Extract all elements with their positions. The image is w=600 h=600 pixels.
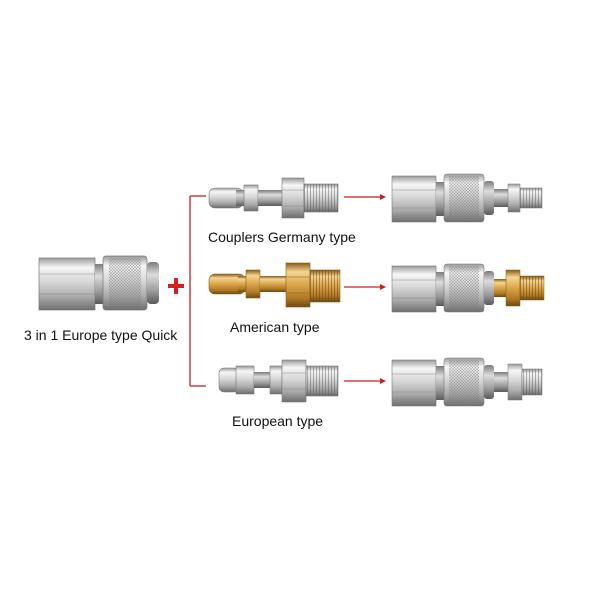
arrow-right-icon bbox=[344, 194, 386, 200]
american-type-label: American type bbox=[230, 319, 320, 335]
european-plug-image bbox=[218, 359, 339, 403]
main-coupler-image bbox=[38, 255, 159, 311]
european-type-label: European type bbox=[232, 413, 324, 429]
connector-bracket bbox=[189, 195, 206, 387]
arrow-right-icon bbox=[344, 284, 386, 290]
germany-type-label: Couplers Germany type bbox=[208, 229, 356, 245]
plus-icon bbox=[168, 278, 184, 294]
arrow-right-icon bbox=[344, 378, 386, 384]
main-coupler-label: 3 in 1 Europe type Quick bbox=[24, 327, 178, 343]
germany-plug-image bbox=[208, 177, 339, 219]
american-assembly-image bbox=[391, 263, 545, 313]
american-plug-image bbox=[208, 262, 341, 308]
european-assembly-image bbox=[391, 357, 543, 407]
germany-assembly-image bbox=[391, 173, 543, 223]
